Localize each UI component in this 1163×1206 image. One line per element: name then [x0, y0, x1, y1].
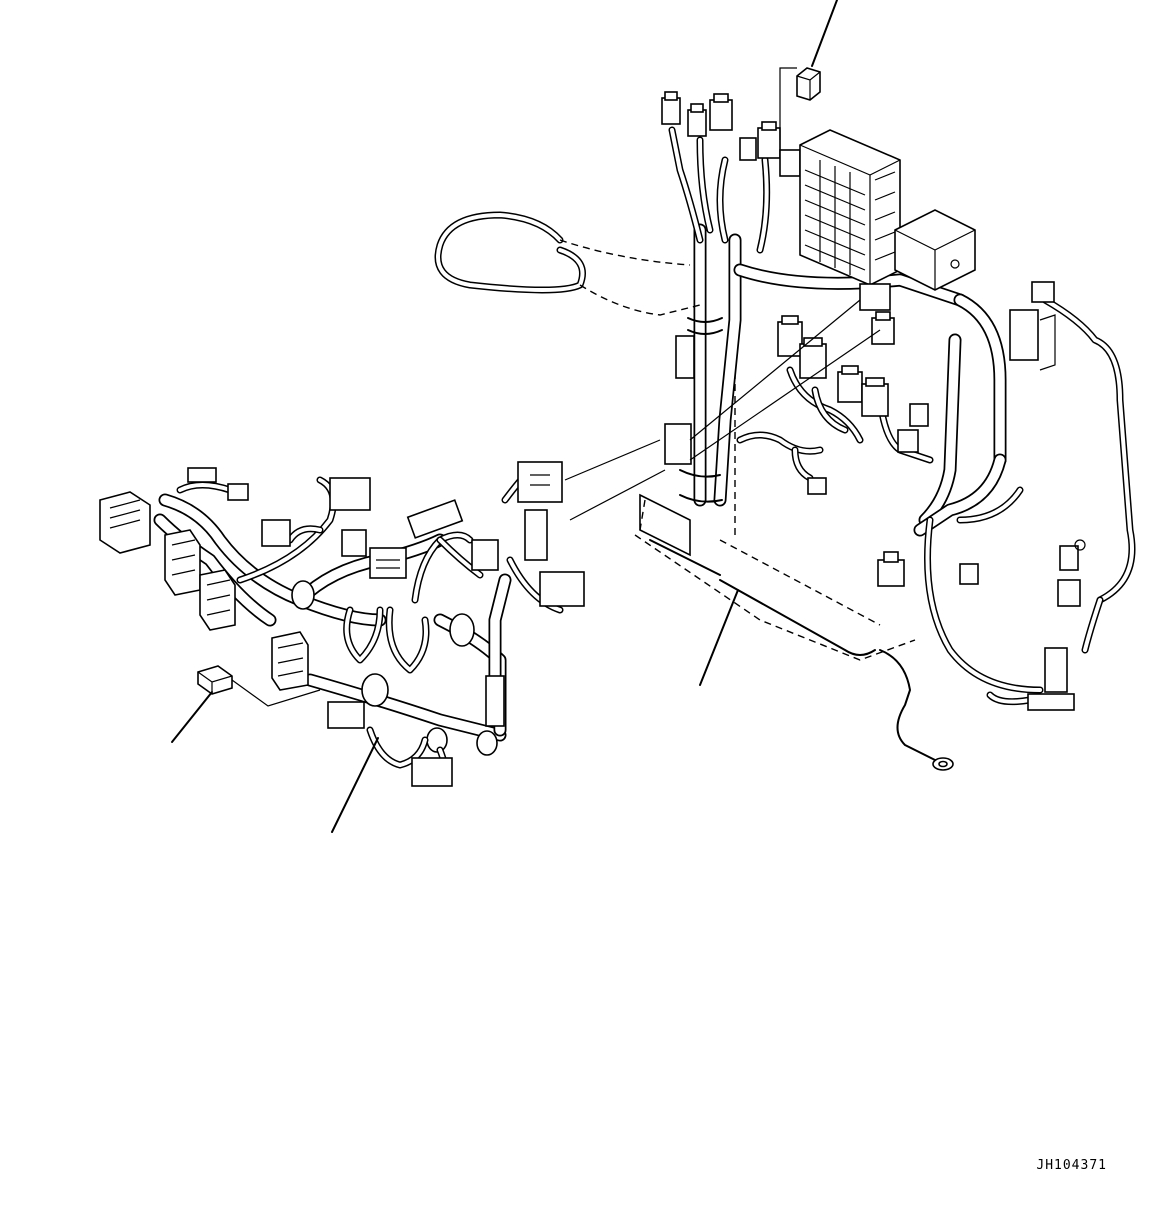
small-connector — [471, 539, 499, 571]
relay-connector — [909, 403, 929, 427]
association-lines — [231, 67, 881, 707]
multi-pin-connector — [164, 529, 201, 596]
callout-leaders — [171, 0, 838, 833]
controller-module — [894, 209, 976, 291]
connector-cap-upper — [796, 67, 821, 101]
relay-connector — [959, 563, 979, 585]
relay-connector — [799, 337, 827, 379]
fuse-box — [799, 129, 901, 286]
relay-connector — [897, 429, 919, 453]
multi-pin-connector — [271, 631, 309, 691]
relay-connector — [675, 335, 695, 379]
relay-connector — [739, 137, 757, 161]
small-connector — [524, 509, 548, 561]
small-connector — [369, 547, 407, 579]
leader-line — [811, 0, 838, 67]
small-connector — [411, 757, 453, 787]
small-connector — [227, 483, 249, 501]
small-connector — [517, 461, 563, 503]
relay-connector — [1059, 545, 1079, 571]
relay-connector — [779, 149, 801, 177]
small-connector — [261, 519, 291, 547]
multi-pin-connector — [99, 491, 151, 554]
relay-connector — [807, 477, 827, 495]
relay-connector — [777, 315, 803, 357]
relay-connector — [1027, 693, 1075, 711]
relay-connector — [1009, 309, 1056, 371]
leader-line — [331, 737, 379, 833]
relay-connector — [709, 93, 733, 131]
leader-line — [171, 691, 213, 743]
drawing-number: JH104371 — [1036, 1158, 1107, 1173]
relay-connector — [1031, 281, 1055, 303]
relay-connector — [757, 121, 781, 159]
small-connector — [341, 529, 367, 557]
relay-connector — [859, 283, 891, 311]
leader-line — [699, 589, 739, 686]
relay-connector — [871, 311, 895, 345]
small-connector — [406, 499, 464, 539]
front-harness-assembly — [99, 461, 585, 787]
multi-pin-connector — [199, 569, 236, 631]
floor-harness-assembly — [434, 91, 1136, 771]
relay-connector — [664, 423, 692, 465]
relay-connector — [837, 365, 863, 403]
small-connector — [187, 467, 217, 483]
relay-connector — [877, 551, 905, 587]
small-connector — [539, 571, 585, 607]
relay-connector — [687, 103, 707, 137]
relay-connector — [661, 91, 681, 125]
relay-connector — [1057, 579, 1081, 607]
relay-connector — [1044, 647, 1068, 693]
small-connector — [327, 701, 365, 729]
relay-connector — [861, 377, 889, 417]
connector-cap-lower — [197, 665, 233, 695]
small-connector — [329, 477, 371, 511]
small-connector — [485, 675, 505, 727]
